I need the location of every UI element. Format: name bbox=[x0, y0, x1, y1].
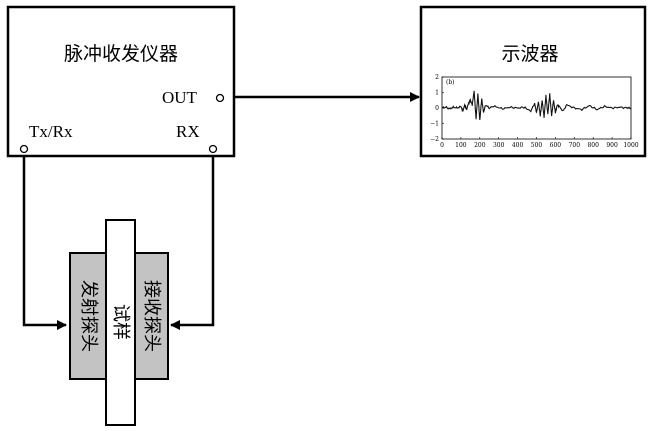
y-tick-label: 1 bbox=[435, 90, 439, 97]
txrx-port-label: Tx/Rx bbox=[29, 122, 73, 141]
x-tick-label: 100 bbox=[455, 142, 467, 149]
transmit-probe-label: 发射探头 bbox=[78, 280, 99, 352]
rx-cable-arrow bbox=[170, 155, 215, 330]
x-tick-label: 300 bbox=[493, 142, 505, 149]
receive-probe-label: 接收探头 bbox=[141, 280, 162, 352]
x-tick-label: 400 bbox=[512, 142, 524, 149]
specimen bbox=[105, 219, 136, 426]
transmit-probe bbox=[69, 252, 107, 380]
x-tick-label: 200 bbox=[474, 142, 486, 149]
x-tick-label: 600 bbox=[550, 142, 562, 149]
receive-probe bbox=[134, 252, 169, 380]
x-tick-label: 1000 bbox=[623, 142, 638, 149]
tx-cable-arrow bbox=[22, 155, 67, 330]
y-tick-label: 2 bbox=[435, 74, 439, 81]
oscilloscope-plot: (b) 2 1 0 −1 −2 0 100 200 300 400 500 600 700 800 900… bbox=[430, 74, 639, 149]
pulser-title: 脉冲收发仪器 bbox=[64, 43, 178, 65]
signal-trace bbox=[441, 90, 632, 121]
oscilloscope-box bbox=[419, 5, 647, 158]
x-tick-label: 700 bbox=[569, 142, 581, 149]
plot-panel-label: (b) bbox=[446, 79, 455, 86]
y-tick-label: 0 bbox=[435, 105, 439, 112]
pulser-box bbox=[6, 5, 236, 158]
y-tick-label: −1 bbox=[430, 121, 439, 128]
x-tick-label: 800 bbox=[587, 142, 599, 149]
specimen-label: 试样 bbox=[110, 304, 131, 340]
out-port-label: OUT bbox=[162, 88, 198, 107]
x-tick-label: 500 bbox=[531, 142, 543, 149]
pulser-instrument: 脉冲收发仪器 OUT Tx/Rx RX bbox=[6, 5, 236, 158]
rx-port bbox=[208, 144, 218, 154]
txrx-port bbox=[19, 144, 29, 154]
out-port bbox=[215, 93, 225, 103]
rx-port-label: RX bbox=[176, 122, 200, 141]
oscilloscope-title: 示波器 bbox=[501, 43, 558, 65]
x-tick-label: 0 bbox=[440, 142, 444, 149]
oscilloscope: 示波器 (b) 2 1 0 −1 −2 0 100 200 300 400 500 600 700 80… bbox=[419, 5, 647, 158]
y-tick-label: −2 bbox=[430, 136, 439, 143]
x-tick-label: 900 bbox=[606, 142, 618, 149]
